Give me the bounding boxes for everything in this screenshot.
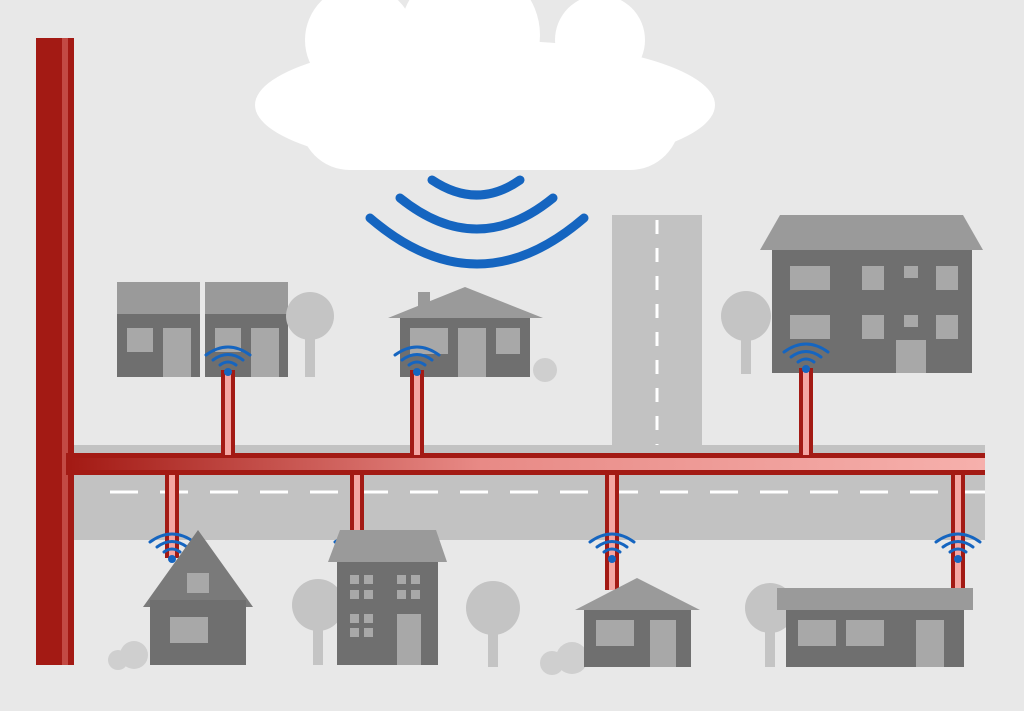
wifi-icon bbox=[588, 532, 636, 563]
fiber-lines bbox=[66, 368, 985, 590]
cloud-icon bbox=[255, 0, 715, 170]
wifi-icon bbox=[934, 532, 982, 563]
house-icon bbox=[388, 287, 557, 382]
tree-icon bbox=[721, 291, 771, 374]
building-icon bbox=[117, 282, 288, 377]
drop-fiber-core bbox=[225, 370, 231, 455]
building-icon bbox=[760, 215, 983, 373]
wifi-icon bbox=[148, 532, 196, 563]
wifi-icon bbox=[782, 342, 830, 373]
tree-icon bbox=[466, 581, 520, 667]
drop-fiber-core bbox=[354, 475, 360, 548]
house-icon bbox=[540, 578, 700, 675]
building-icon bbox=[328, 530, 447, 665]
cloud-wifi-icon bbox=[365, 175, 589, 269]
fiber-trunk-pole bbox=[36, 38, 74, 665]
wifi-icon bbox=[204, 345, 252, 376]
building-icon bbox=[777, 588, 973, 667]
tree-icon bbox=[292, 579, 344, 665]
drop-fiber-core bbox=[414, 370, 420, 455]
vertical-road bbox=[612, 215, 702, 450]
drop-fiber-core bbox=[169, 475, 175, 558]
tree-icon bbox=[286, 292, 334, 377]
wifi-icon bbox=[393, 345, 441, 376]
main-fiber-core bbox=[70, 458, 985, 470]
drop-fiber-core bbox=[803, 368, 809, 455]
house-icon bbox=[108, 530, 253, 670]
